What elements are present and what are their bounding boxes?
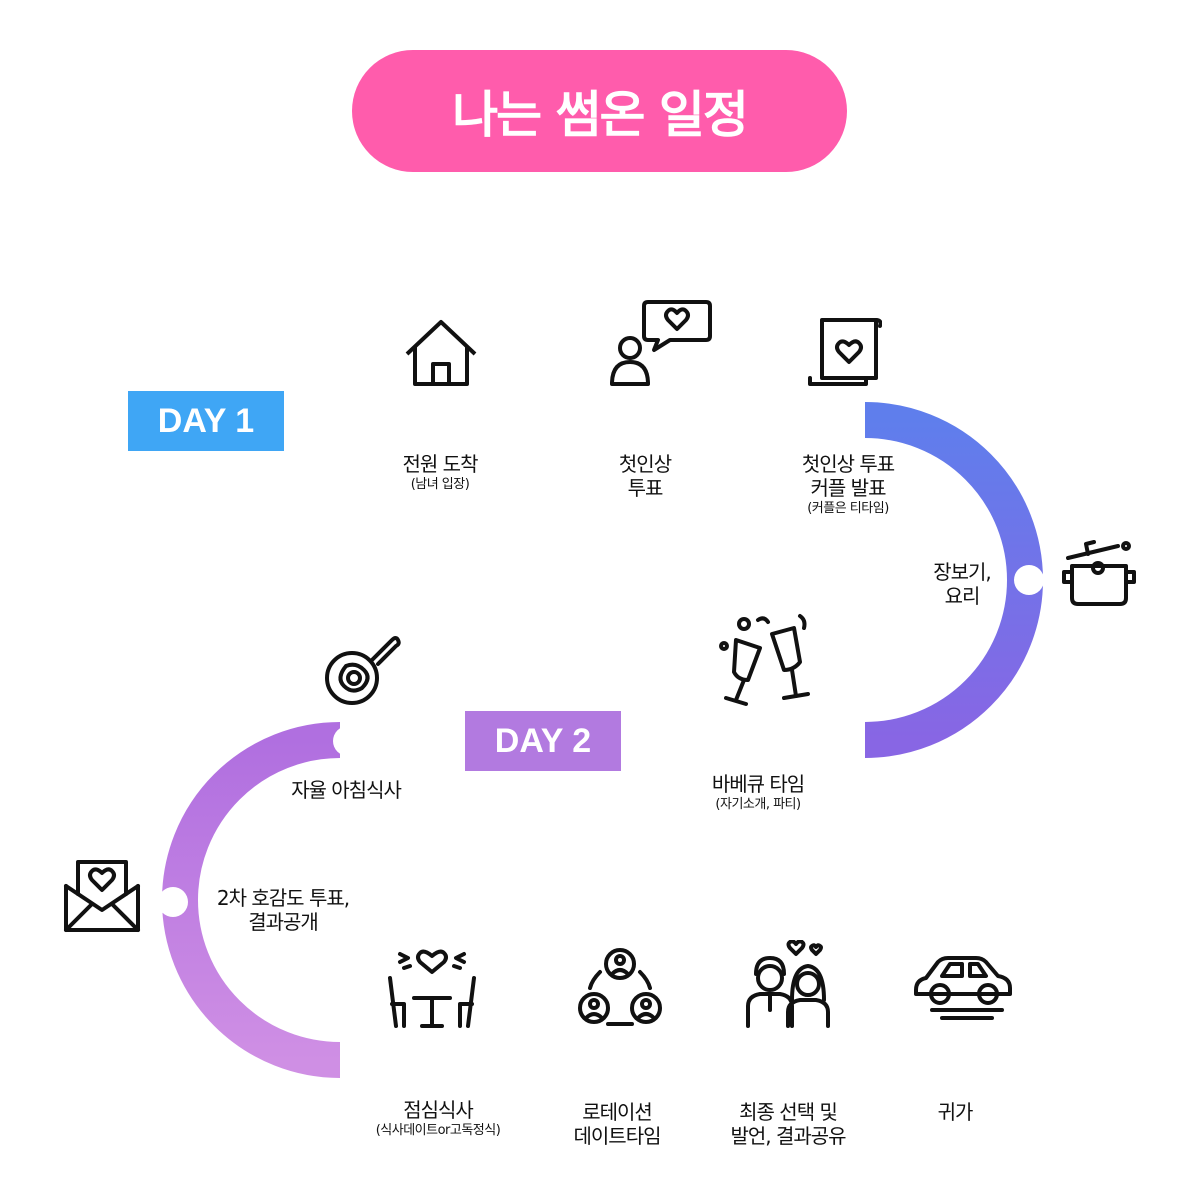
stop-dot-breakfast	[333, 726, 363, 756]
stop-label-breakfast: 자율 아침식사	[291, 778, 402, 802]
stop-title: 바베큐 타임	[711, 772, 805, 796]
car-icon	[912, 952, 1014, 1020]
stop-label-final-choice: 최종 선택 및 발언, 결과공유	[730, 1100, 846, 1148]
stop-dot-first-impression	[630, 405, 660, 435]
stop-title-line2: 데이트타임	[573, 1124, 662, 1148]
stop-label-rotation: 로테이션 데이트타임	[573, 1100, 662, 1148]
stop-title: 최종 선택 및	[739, 1100, 838, 1124]
stop-label-first-impression: 첫인상 투표	[618, 452, 672, 500]
stop-subtitle: (식사데이트or고독정식)	[375, 1123, 501, 1138]
stop-dot-bbq	[740, 726, 770, 756]
stop-dot-shopping	[1014, 565, 1044, 595]
stop-dot-final-choice	[773, 1046, 803, 1076]
stop-title: 첫인상	[618, 452, 672, 476]
chat-heart-icon	[606, 296, 716, 388]
couple-icon	[744, 940, 832, 1028]
stop-title: 첫인상 투표	[801, 452, 895, 476]
stop-label-couple-announce: 첫인상 투표 커플 발표 (커플은 티타임)	[801, 452, 895, 518]
date-table-icon	[386, 944, 478, 1030]
day1-box: DAY 1	[128, 391, 284, 451]
frying-pan-icon	[322, 632, 402, 708]
page-title: 나는 썸온 일정	[452, 86, 749, 144]
stop-title-line2: 발언, 결과공유	[730, 1124, 846, 1148]
stop-label-return: 귀가	[937, 1100, 974, 1124]
stop-title-line2: 요리	[944, 584, 981, 608]
stop-title-line2: 커플 발표	[810, 476, 887, 500]
stop-title-line2: 결과공개	[248, 910, 319, 934]
stop-dot-return	[940, 1046, 970, 1076]
stop-title: 점심식사	[403, 1098, 474, 1122]
stop-title: 전원 도착	[402, 452, 479, 476]
stop-title: 장보기,	[933, 560, 992, 584]
stop-dot-lunch	[417, 1046, 447, 1076]
stop-label-second-vote: 2차 호감도 투표, 결과공개	[216, 886, 350, 934]
stop-title: 2차 호감도 투표,	[216, 886, 350, 910]
stop-label-arrival: 전원 도착 (남녀 입장)	[402, 452, 479, 494]
stop-title: 귀가	[937, 1100, 974, 1124]
stop-title: 자율 아침식사	[291, 778, 402, 802]
title-pill: 나는 썸온 일정	[352, 50, 847, 172]
stop-label-shopping: 장보기, 요리	[933, 560, 992, 608]
stop-subtitle: (남녀 입장)	[410, 477, 470, 492]
stop-dot-second-vote	[158, 887, 188, 917]
stop-dot-rotation	[602, 1046, 632, 1076]
house-icon	[403, 318, 479, 388]
stop-title: 로테이션	[582, 1100, 653, 1124]
champagne-toast-icon	[714, 612, 814, 708]
stop-subtitle: (자기소개, 파티)	[715, 797, 801, 812]
stop-dot-arrival	[425, 405, 455, 435]
day2-box: DAY 2	[465, 711, 621, 771]
envelope-heart-icon	[62, 856, 142, 934]
stop-title-line2: 투표	[627, 476, 664, 500]
stop-label-bbq: 바베큐 타임 (자기소개, 파티)	[711, 772, 805, 814]
stop-label-lunch: 점심식사 (식사데이트or고독정식)	[376, 1098, 501, 1140]
stop-subtitle: (커플은 티타임)	[807, 501, 889, 516]
letter-heart-icon	[806, 316, 882, 388]
cooking-pot-icon	[1060, 536, 1138, 608]
people-rotation-icon	[578, 946, 662, 1030]
stop-dot-couple-announce	[833, 405, 863, 435]
